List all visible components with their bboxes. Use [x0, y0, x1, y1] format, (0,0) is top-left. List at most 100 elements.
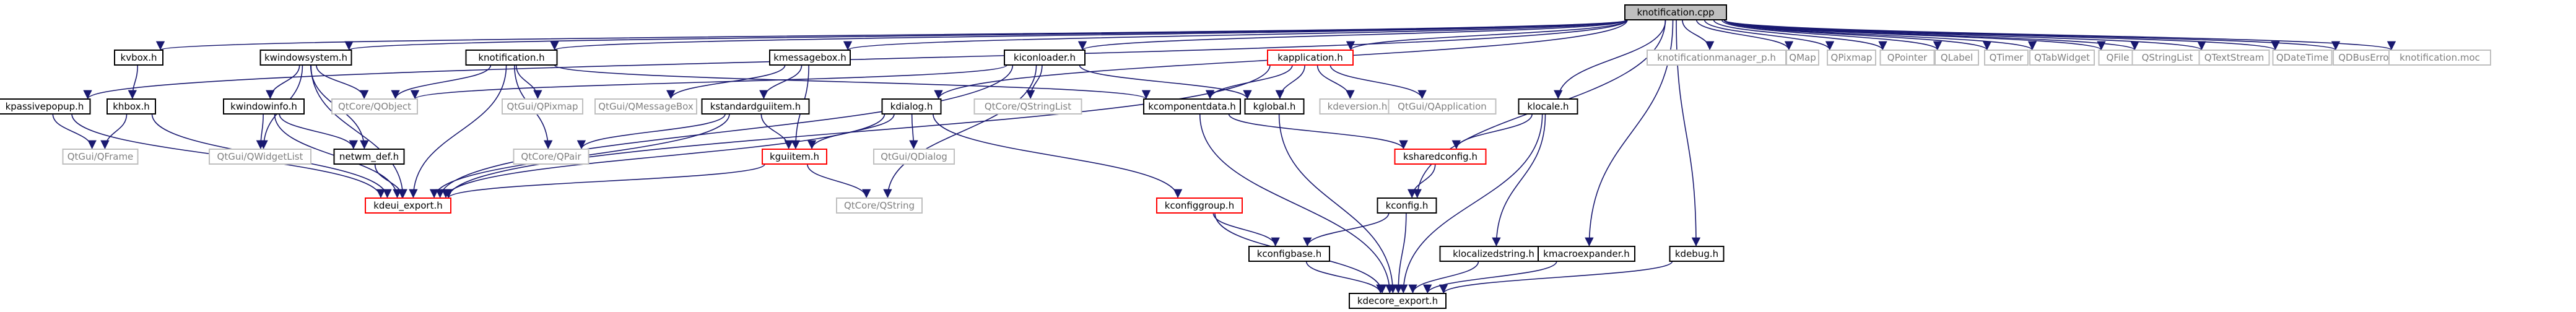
node-box [594, 98, 697, 115]
edge-kwindowinfo-to-netwm-def [279, 113, 358, 150]
graph-node-kdeversion: kdeversion.h [1319, 98, 1396, 115]
edge-root-to-kpassivepopup [83, 19, 1628, 100]
node-label: kdecore_export.h [1357, 295, 1438, 307]
edge-kiconloader-to-kglobal [1079, 64, 1252, 100]
graph-node-qtgui-qapplication: QtGui/QApplication [1388, 98, 1497, 115]
graph-node-qtgui-qpixmap: QtGui/QPixmap [502, 98, 583, 115]
node-label: kvbox.h [121, 52, 157, 63]
node-box [701, 98, 810, 115]
graph-node-qpointer: QPointer [1879, 50, 1935, 66]
graph-node-kconfiggroup[interactable]: kconfiggroup.h [1156, 197, 1243, 214]
graph-node-kconfigbase[interactable]: kconfigbase.h [1248, 246, 1330, 262]
graph-node-qtgui-qframe: QtGui/QFrame [62, 149, 139, 165]
node-box [1518, 98, 1578, 115]
edge-kdialog-to-qtgui-qdialog [909, 113, 918, 150]
graph-node-kcomponentdata[interactable]: kcomponentdata.h [1143, 98, 1241, 115]
node-box [1984, 50, 2029, 66]
edge-kdialog-to-kconfiggroup [933, 113, 1183, 199]
graph-node-kmessagebox[interactable]: kmessagebox.h [769, 50, 851, 66]
edge-kiconloader-to-qtcore-qstringlist [1025, 64, 1043, 100]
edge-kwindowsystem-to-qtcore-qobject [316, 64, 369, 100]
edge-root-to-kwindowsystem [345, 19, 1628, 51]
graph-node-klocale[interactable]: klocale.h [1518, 98, 1578, 115]
edge-netwm-def-to-kdeui-export [374, 163, 407, 199]
edge-root-to-knotificationmanager [1682, 19, 1715, 51]
graph-node-kwindowsystem[interactable]: kwindowsystem.h [259, 50, 352, 66]
node-box [1879, 50, 1935, 66]
node-label: QtCore/QStringList [985, 101, 1071, 112]
graph-node-kguiitem[interactable]: kguiitem.h [762, 149, 827, 165]
graph-node-qlabel: QLabel [1934, 50, 1979, 66]
edge-kmessagebox-to-kstandardguiitem [759, 64, 803, 100]
node-label: knotification.moc [2400, 52, 2480, 63]
node-label: QStringList [2142, 52, 2193, 63]
graph-node-ksharedconfig[interactable]: ksharedconfig.h [1394, 149, 1487, 165]
graph-node-khbox[interactable]: khbox.h [107, 98, 156, 115]
edge-kconfig-to-kconfigbase [1303, 212, 1390, 247]
node-label: knotificationmanager_p.h [1657, 52, 1776, 64]
node-box [1388, 98, 1497, 115]
node-label: QtGui/QApplication [1398, 101, 1487, 112]
node-box [1156, 197, 1243, 214]
graph-node-kstandardguiitem[interactable]: kstandardguiitem.h [701, 98, 810, 115]
edge-kvbox-to-khbox [128, 64, 138, 100]
node-box [1248, 246, 1330, 262]
graph-node-klocalizedstring[interactable]: klocalizedstring.h [1439, 246, 1548, 262]
node-box [881, 98, 942, 115]
node-label: QPixmap [1831, 52, 1873, 63]
edge-kiconloader-to-qtcore-qstring [883, 64, 1037, 199]
graph-node-kdebug[interactable]: kdebug.h [1669, 246, 1725, 262]
graph-node-kdecore-export[interactable]: kdecore_export.h [1349, 293, 1447, 309]
graph-node-root[interactable]: knotification.cpp [1624, 4, 1727, 20]
graph-node-kapplication[interactable]: kapplication.h [1267, 50, 1354, 66]
node-label: kmessagebox.h [773, 52, 846, 63]
node-label: kguiitem.h [770, 151, 819, 162]
edge-kapplication-to-kcomponentdata [1205, 64, 1293, 100]
edge-kdebug-to-kdecore-export [1439, 261, 1673, 294]
graph-node-kdialog[interactable]: kdialog.h [881, 98, 942, 115]
node-box [1349, 293, 1447, 309]
graph-node-kvbox[interactable]: kvbox.h [114, 50, 163, 66]
node-label: QtCore/QObject [338, 101, 411, 112]
graph-node-kconfig[interactable]: kconfig.h [1377, 197, 1437, 214]
graph-node-kmacroexpander[interactable]: kmacroexpander.h [1538, 246, 1635, 262]
edge-kmacroexpander-to-kdecore-export [1423, 261, 1557, 294]
node-box [1934, 50, 1979, 66]
graph-node-kglobal[interactable]: kglobal.h [1244, 98, 1305, 115]
node-box [331, 98, 418, 115]
edge-root-to-qpointer [1713, 19, 1887, 51]
edge-root-to-qdbuserror [1723, 19, 2340, 51]
node-box [2388, 50, 2491, 66]
edge-kpassivepopup-to-qtgui-qframe [52, 113, 97, 150]
graph-node-kpassivepopup[interactable]: kpassivepopup.h [0, 98, 91, 115]
node-label: kwindowsystem.h [264, 52, 347, 63]
edge-kstandardguiitem-to-qtcore-qpair [577, 113, 726, 150]
graph-node-qdbuserror: QDBusError [2333, 50, 2398, 66]
node-label: QTimer [1990, 52, 2024, 63]
graph-node-kwindowinfo[interactable]: kwindowinfo.h [223, 98, 305, 115]
edge-kdialog-to-kdeui-export [441, 113, 886, 199]
edge-kapplication-to-kdeversion [1316, 64, 1355, 100]
node-box [502, 98, 583, 115]
edge-root-to-qdatetime [1723, 19, 2280, 51]
edge-knotification-h-to-qtgui-qpixmap [515, 64, 542, 100]
node-box [333, 149, 405, 165]
graph-node-knotification-moc: knotification.moc [2388, 50, 2491, 66]
edge-root-to-qpixmap [1704, 19, 1835, 51]
graph-node-qtcore-qobject: QtCore/QObject [331, 98, 418, 115]
graph-node-kiconloader[interactable]: kiconloader.h [1004, 50, 1086, 66]
graph-node-kdeui-export[interactable]: kdeui_export.h [365, 197, 451, 214]
node-box [1267, 50, 1354, 66]
node-box [1377, 197, 1437, 214]
node-box [1004, 50, 1086, 66]
node-label: QtGui/QPixmap [507, 101, 578, 112]
node-label: kstandardguiitem.h [710, 101, 801, 112]
node-label: QtGui/QFrame [67, 151, 134, 162]
graph-node-netwm-def[interactable]: netwm_def.h [333, 149, 405, 165]
node-label: QLabel [1941, 52, 1973, 63]
edge-kwindowinfo-to-qtgui-qwidgetlist [256, 113, 266, 150]
node-label: QPointer [1887, 52, 1928, 63]
node-label: klocale.h [1527, 101, 1569, 112]
graph-node-knotification-h[interactable]: knotification.h [465, 50, 558, 66]
